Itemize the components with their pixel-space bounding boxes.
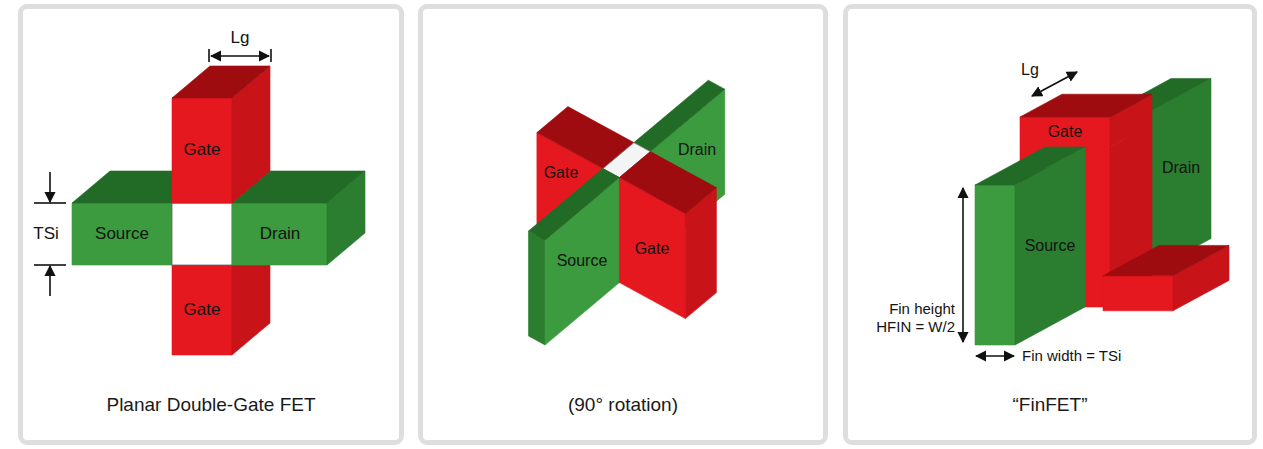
source-shape <box>72 203 172 265</box>
gate-pad-shape <box>1103 276 1173 311</box>
gate-shape <box>172 66 270 98</box>
source-shape <box>975 147 1085 185</box>
source-block: Source <box>554 251 611 271</box>
dimension-label: TSi <box>33 224 59 244</box>
drain-block: Drain <box>675 140 719 160</box>
source-shape <box>975 185 1015 345</box>
gate-block: Gate <box>181 139 224 161</box>
block-label: Drain <box>678 141 716 158</box>
source-shape <box>529 231 546 345</box>
figure-panel: “FinFET” GateDrainSource <box>843 4 1257 445</box>
drain-block: Drain <box>257 223 304 245</box>
dimension-label: Fin height HFIN = W/2 <box>860 300 955 336</box>
block-label: Source <box>95 224 149 243</box>
figure-panel: (90° rotation) Gate DrainSource Gate <box>418 4 828 445</box>
dimension-lines <box>34 49 1077 356</box>
panel-caption: “FinFET” <box>848 394 1252 416</box>
dimension-label: Lg <box>1021 60 1039 79</box>
block-label: Drain <box>1162 159 1200 176</box>
figure-panel: Planar Double-Gate FETGateSourceDrainGat… <box>18 4 404 445</box>
block-label: Gate <box>544 164 579 181</box>
gate-block: Gate <box>541 163 582 183</box>
gate-shape <box>1020 94 1152 117</box>
gate-block: Gate <box>181 299 224 321</box>
device-illustration <box>72 66 1229 355</box>
gate-shape <box>172 265 232 355</box>
fin-width-arrow <box>976 355 1014 357</box>
fin-height-arrow <box>962 188 964 342</box>
dimension-tick <box>208 49 210 62</box>
drain-block: Drain <box>1159 158 1203 178</box>
block-label: Source <box>1025 237 1076 254</box>
gate-block: Gate <box>632 239 673 259</box>
dimension-tick <box>270 49 272 62</box>
gate-shape <box>619 152 716 214</box>
block-label: Gate <box>635 240 670 257</box>
gate-length-arrow <box>211 55 269 57</box>
gate-shape <box>172 98 232 203</box>
panel-caption: (90° rotation) <box>423 394 823 416</box>
source-block: Source <box>92 223 152 245</box>
block-label: Source <box>557 252 608 269</box>
dimension-label: Lg <box>231 28 250 48</box>
block-label: Gate <box>1048 123 1083 140</box>
drain-shape <box>634 80 725 151</box>
dimension-tick <box>34 264 66 266</box>
thickness-arrow <box>49 172 51 202</box>
block-label: Gate <box>184 140 221 159</box>
panel-caption: Planar Double-Gate FET <box>23 394 399 416</box>
gate-block: Gate <box>1045 122 1086 142</box>
dimension-label: Fin width = TSi <box>1022 347 1121 365</box>
dimension-tick <box>34 202 66 204</box>
drain-shape <box>232 203 327 265</box>
thickness-arrow <box>49 266 51 296</box>
block-label: Drain <box>260 224 301 243</box>
gate-pad-shape <box>1103 245 1229 275</box>
gate-shape <box>1020 117 1110 147</box>
block-label: Gate <box>184 300 221 319</box>
source-block: Source <box>1022 236 1079 256</box>
channel-shape <box>172 203 232 265</box>
